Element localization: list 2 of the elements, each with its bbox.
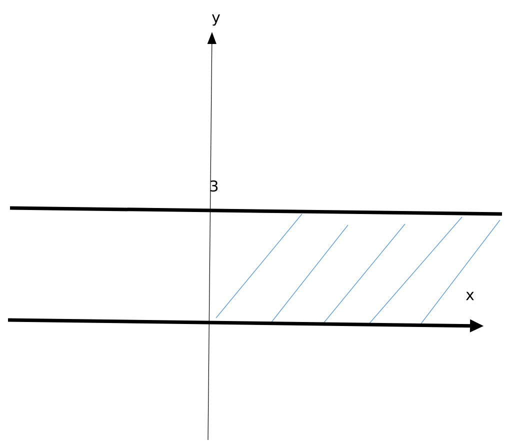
axis-label: y [212,14,220,26]
axis-label: x [466,292,474,300]
